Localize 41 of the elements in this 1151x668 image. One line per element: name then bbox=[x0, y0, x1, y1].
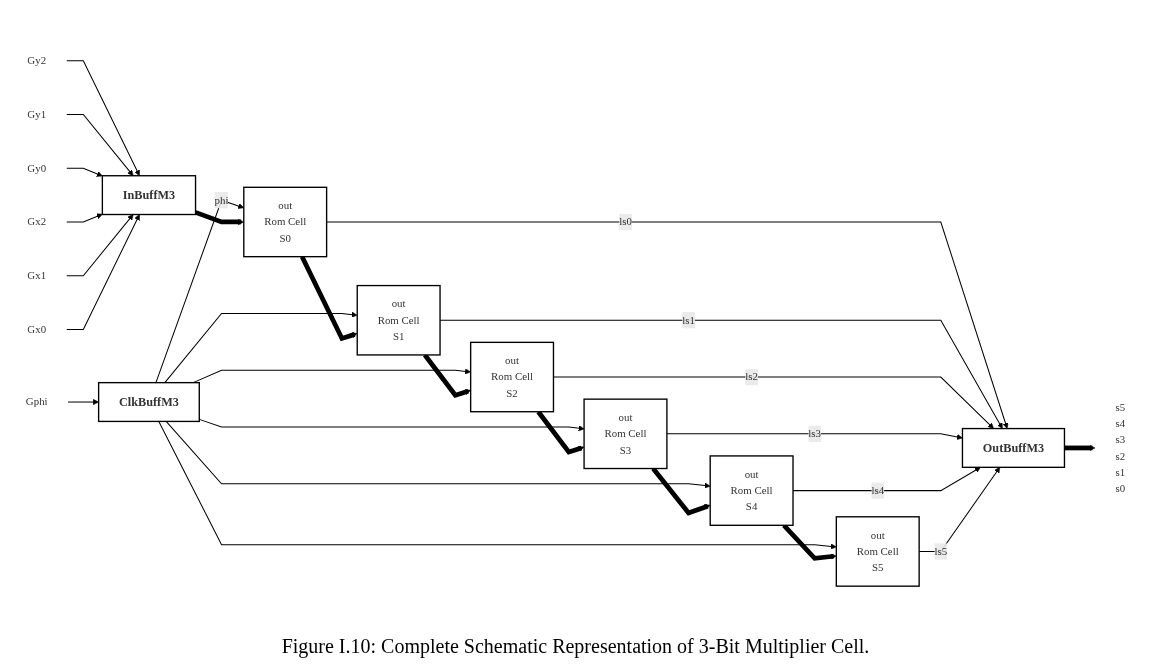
node-text: Gx2 bbox=[27, 216, 47, 228]
figure-caption: Figure I.10: Complete Schematic Representation of 3-Bit Multiplier Cell. bbox=[281, 635, 870, 658]
edge-label: ls2 bbox=[745, 371, 758, 383]
edge-label: ls1 bbox=[682, 314, 695, 326]
arrow bbox=[164, 311, 358, 384]
node-box: out Rom Cell S1 bbox=[356, 285, 441, 356]
arrow bbox=[651, 467, 711, 516]
node-box: OutBuffM3 bbox=[961, 428, 1066, 469]
arrow bbox=[299, 255, 358, 342]
arrow bbox=[1064, 445, 1096, 452]
node-text: Gy0 bbox=[27, 162, 47, 174]
edge-label: ls5 bbox=[934, 545, 948, 558]
edge-label: ls4 bbox=[871, 484, 885, 497]
arrow bbox=[165, 421, 711, 489]
arrow bbox=[536, 410, 585, 455]
node-box: out Rom Cell S2 bbox=[469, 341, 555, 413]
node-box: out Rom Cell S0 bbox=[243, 186, 328, 258]
node-text: Gx0 bbox=[27, 323, 47, 336]
node-text: Gy1 bbox=[27, 108, 47, 121]
arrow bbox=[66, 213, 103, 223]
arrow bbox=[66, 114, 134, 177]
arrow bbox=[326, 221, 1009, 429]
node-text: s5 s4 s3 s2 s1 s0 bbox=[1115, 401, 1126, 495]
node-text: Gx1 bbox=[27, 269, 47, 282]
arrow bbox=[67, 399, 99, 406]
node-box: InBuffM3 bbox=[101, 175, 197, 216]
node-box: ClkBuffM3 bbox=[97, 382, 200, 423]
arrow bbox=[66, 214, 140, 331]
edge-label: ls0 bbox=[619, 216, 632, 228]
node-text: Gy2 bbox=[27, 54, 47, 67]
arrow bbox=[158, 421, 837, 550]
arrow bbox=[66, 167, 103, 177]
arrow bbox=[66, 214, 134, 277]
edge-label: phi bbox=[214, 194, 229, 206]
node-box: out Rom Cell S4 bbox=[709, 455, 794, 527]
arrow bbox=[666, 433, 963, 441]
arrow bbox=[66, 60, 140, 177]
node-text: Gphi bbox=[25, 396, 48, 408]
node-box: out Rom Cell S5 bbox=[835, 516, 920, 588]
node-box: out Rom Cell S3 bbox=[583, 398, 668, 470]
edge-label: ls3 bbox=[808, 427, 822, 440]
